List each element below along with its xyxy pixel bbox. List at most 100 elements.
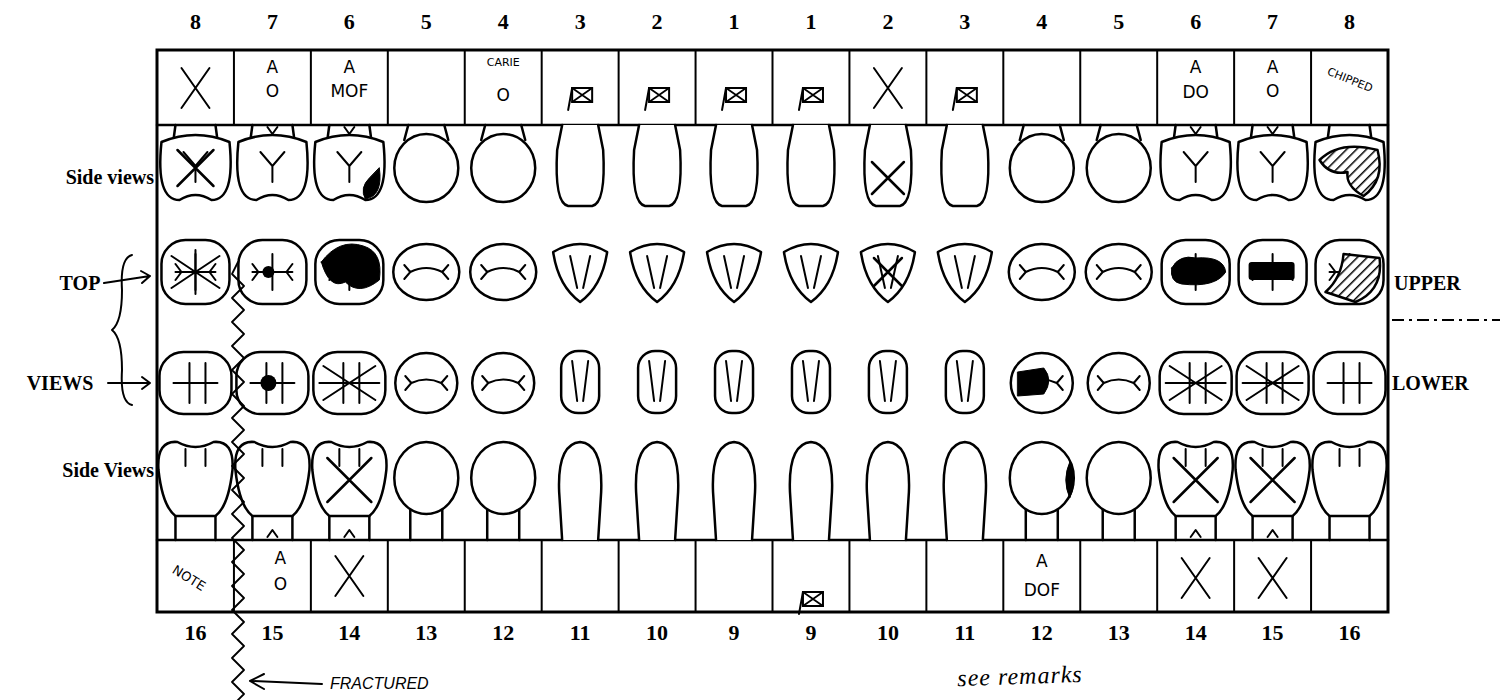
molar-side (1235, 442, 1309, 516)
molar-side (1314, 135, 1384, 200)
tooth-root (1097, 125, 1101, 140)
tooth-root (1060, 125, 1064, 140)
tooth-root (1214, 514, 1217, 540)
incisor-side (867, 442, 909, 540)
tooth-number: 8 (190, 11, 201, 33)
tooth-number: 4 (498, 11, 509, 33)
tooth-root (1291, 514, 1294, 540)
tooth-number: 14 (1185, 622, 1207, 644)
missing-mark (1174, 458, 1218, 502)
fissure-line (1097, 265, 1141, 279)
flag-mark (726, 88, 746, 102)
incisor-top (553, 244, 607, 302)
molar-side (1312, 442, 1386, 516)
fissure-line (1328, 363, 1372, 403)
tooth-root (486, 508, 489, 540)
cell-divider (310, 50, 312, 125)
fissure-line (572, 361, 588, 401)
cell-x-mark (335, 556, 363, 596)
fissure-line (1263, 449, 1283, 466)
missing-mark (874, 258, 902, 286)
tooth-root (174, 514, 177, 540)
premolar-top (470, 244, 536, 300)
caret-mark (344, 127, 354, 134)
molar-top (1239, 240, 1307, 304)
molar-top (1316, 240, 1384, 304)
tooth-root (214, 514, 217, 540)
tooth-number: 13 (415, 622, 437, 644)
tooth-root (1020, 125, 1024, 140)
tooth-root (1137, 125, 1141, 140)
caret-mark (267, 530, 277, 537)
flag-pole (799, 592, 803, 614)
premolar-top (1009, 244, 1075, 300)
cell-divider (1002, 540, 1004, 612)
premolar-side (1087, 134, 1151, 202)
fissure-line (481, 265, 525, 279)
fracture-line (232, 262, 244, 700)
fissure-line (1261, 152, 1285, 182)
molar-top (236, 352, 308, 414)
surface-code: DO (1182, 84, 1208, 101)
molar-top (161, 240, 229, 304)
tooth-number: 3 (959, 11, 970, 33)
flag-mark (803, 592, 823, 606)
fissure-line (252, 254, 292, 290)
fissure-line (955, 256, 975, 288)
callout-text: FRACTURED (330, 676, 429, 692)
premolar-top (472, 353, 534, 413)
cell-divider (233, 50, 235, 125)
premolar-side (1087, 442, 1151, 514)
cell-divider (848, 50, 850, 125)
tooth-number: 16 (1339, 622, 1361, 644)
chart-frame (157, 50, 1388, 612)
surface-code: MOF (330, 83, 368, 100)
surface-code: A (1190, 59, 1202, 76)
flag-mark (572, 88, 592, 102)
fissure-line (482, 376, 524, 390)
cell-divider (695, 540, 697, 612)
surface-code: O (274, 576, 287, 593)
tooth-root (291, 514, 294, 540)
premolar-side (471, 134, 535, 202)
premolar-top (395, 353, 457, 413)
molar-top (159, 352, 231, 414)
tooth-number: 10 (877, 622, 899, 644)
caret-mark (1268, 530, 1278, 537)
molar-side (158, 442, 232, 516)
flag-pole (799, 88, 803, 110)
fissure-line (724, 256, 744, 288)
tooth-number: 3 (575, 11, 586, 33)
surface-code: O (1266, 83, 1279, 100)
tooth-number: 7 (267, 11, 278, 33)
filling-mark (1171, 257, 1225, 285)
fissure-line (880, 361, 896, 401)
fissure-line (337, 152, 361, 182)
flag-mark (726, 88, 746, 102)
tooth-number: 11 (570, 622, 591, 644)
molar-side (160, 135, 230, 200)
cell-divider (310, 540, 312, 612)
cell-divider (1233, 540, 1235, 612)
row-label: Side Views (62, 460, 154, 480)
surface-code: A (267, 59, 279, 76)
view-arrow (108, 377, 150, 389)
cell-divider (1156, 50, 1158, 125)
incisor-top (869, 351, 907, 413)
cell-divider (387, 50, 389, 125)
tooth-number: 15 (261, 622, 283, 644)
surface-code: O (266, 83, 279, 100)
tooth-root (404, 125, 408, 140)
cell-divider (1002, 50, 1004, 125)
view-arrow (104, 271, 150, 283)
flag-mark (803, 88, 823, 102)
caret-mark (1191, 530, 1201, 537)
tooth-root (409, 508, 412, 540)
incisor-side (559, 442, 601, 540)
cell-divider (541, 50, 543, 125)
tooth-root (1057, 508, 1060, 540)
tooth-number: 8 (1344, 11, 1355, 33)
flag-pole (568, 88, 572, 110)
condition-note: NOTE (171, 563, 209, 593)
